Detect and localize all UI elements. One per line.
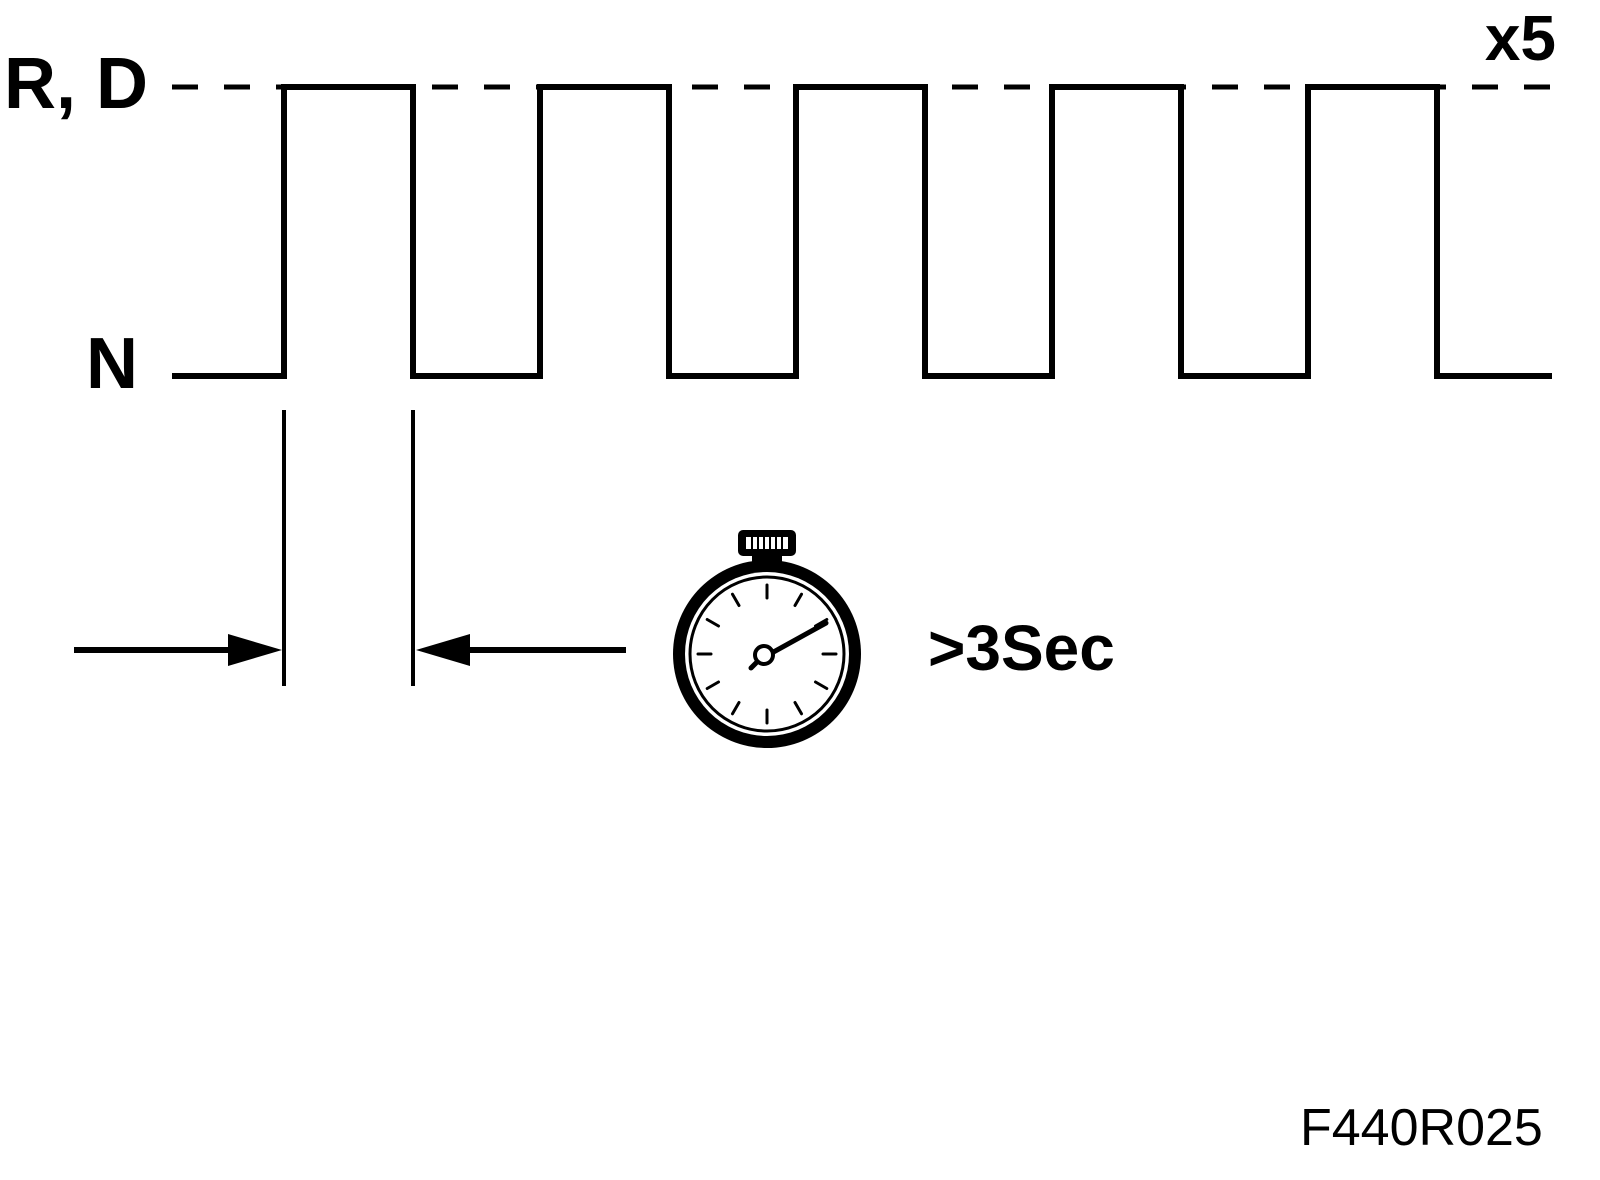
right-arrow-head [416, 634, 470, 666]
low-state-label: N [86, 324, 138, 404]
stopwatch-tick [705, 618, 720, 628]
stopwatch-tick [793, 592, 803, 607]
duration-markers [74, 410, 626, 686]
duration-label: >3Sec [928, 612, 1115, 684]
repeat-count-label: x5 [1484, 2, 1556, 74]
stopwatch-tick [705, 680, 720, 690]
figure-reference: F440R025 [1300, 1099, 1543, 1157]
square-wave-signal [172, 84, 1552, 379]
stopwatch-tick [814, 680, 829, 690]
signal-path [172, 84, 1552, 379]
left-arrow-head [228, 634, 282, 666]
stopwatch-tick [793, 701, 803, 716]
stopwatch-tick [731, 592, 741, 607]
stopwatch-tick [731, 701, 741, 716]
stopwatch-icon [673, 530, 861, 748]
high-state-label: R, D [4, 44, 148, 124]
